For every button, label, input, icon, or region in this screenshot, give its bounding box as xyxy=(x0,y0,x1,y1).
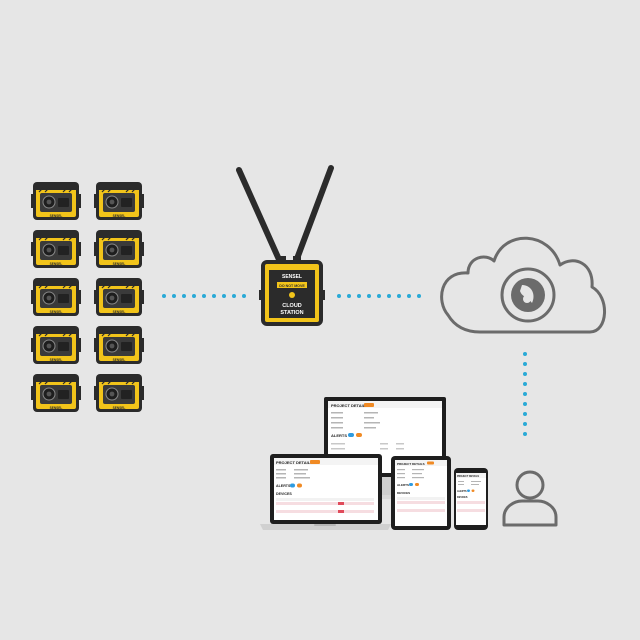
laptop: PROJECT DETAILS ALERTS DEVICES xyxy=(260,454,391,530)
sensor-device: SENSEL xyxy=(31,230,81,268)
hub-label-line1: CLOUD xyxy=(282,303,302,309)
sensor-brand-label: SENSEL xyxy=(113,262,126,266)
sensor-brand-label: SENSEL xyxy=(50,310,63,314)
sensor-brand-label: SENSEL xyxy=(50,262,63,266)
cloud-logo-icon xyxy=(500,267,556,323)
smartphone: PROJECT DETAILS ALERTS DEVICES xyxy=(454,468,488,530)
monitor-screen-title: PROJECT DETAILS xyxy=(331,403,368,408)
laptop-alerts-label: ALERTS xyxy=(276,484,291,488)
sensor-device: SENSEL xyxy=(94,374,144,412)
sensor-brand-label: SENSEL xyxy=(113,406,126,410)
sensor-brand-label: SENSEL xyxy=(113,310,126,314)
desktop-monitor: PROJECT DETAILS ALERTS xyxy=(324,397,446,499)
cloud-icon xyxy=(440,236,606,334)
phone-screen-title: PROJECT DETAILS xyxy=(457,475,479,478)
sensor-brand-label: SENSEL xyxy=(113,358,126,362)
sensor-device: SENSEL xyxy=(31,182,81,220)
tablet-screen-title: PROJECT DETAILS xyxy=(397,462,425,466)
connector-sensors-to-hub xyxy=(162,294,246,298)
sensor-device: SENSEL xyxy=(31,278,81,316)
monitor-alerts-label: ALERTS xyxy=(331,433,347,438)
sensor-device: SENSEL xyxy=(94,182,144,220)
user-icon xyxy=(502,470,558,527)
sensor-device: SENSEL xyxy=(31,374,81,412)
laptop-screen-title: PROJECT DETAILS xyxy=(276,460,313,465)
antenna-left xyxy=(236,167,284,267)
hub-label-line2: STATION xyxy=(280,310,303,316)
tablet-devices-label: DEVICES xyxy=(397,491,410,495)
sensor-brand-label: SENSEL xyxy=(50,358,63,362)
connector-hub-to-cloud xyxy=(337,294,421,298)
cloud-station-hub: SENSEL DO NOT MOVE CLOUD STATION xyxy=(236,165,334,326)
sensor-brand-label: SENSEL xyxy=(50,214,63,218)
sensor-device: SENSEL xyxy=(94,326,144,364)
phone-devices-label: DEVICES xyxy=(457,496,468,499)
sensor-device: SENSEL xyxy=(94,230,144,268)
tablet-alerts-label: ALERTS xyxy=(397,483,409,487)
sensor-brand-label: SENSEL xyxy=(50,406,63,410)
sensor-device: SENSEL xyxy=(94,278,144,316)
sensor-brand-label: SENSEL xyxy=(113,214,126,218)
antenna-right xyxy=(292,165,334,267)
laptop-devices-label: DEVICES xyxy=(276,492,292,496)
sensor-device: SENSEL xyxy=(31,326,81,364)
phone-alerts-label: ALERTS xyxy=(457,490,467,493)
hub-brand: SENSEL xyxy=(282,274,302,280)
hub-warning: DO NOT MOVE xyxy=(279,284,305,288)
connector-cloud-to-user xyxy=(523,352,527,436)
tablet: PROJECT DETAILS ALERTS DEVICES xyxy=(391,456,451,530)
